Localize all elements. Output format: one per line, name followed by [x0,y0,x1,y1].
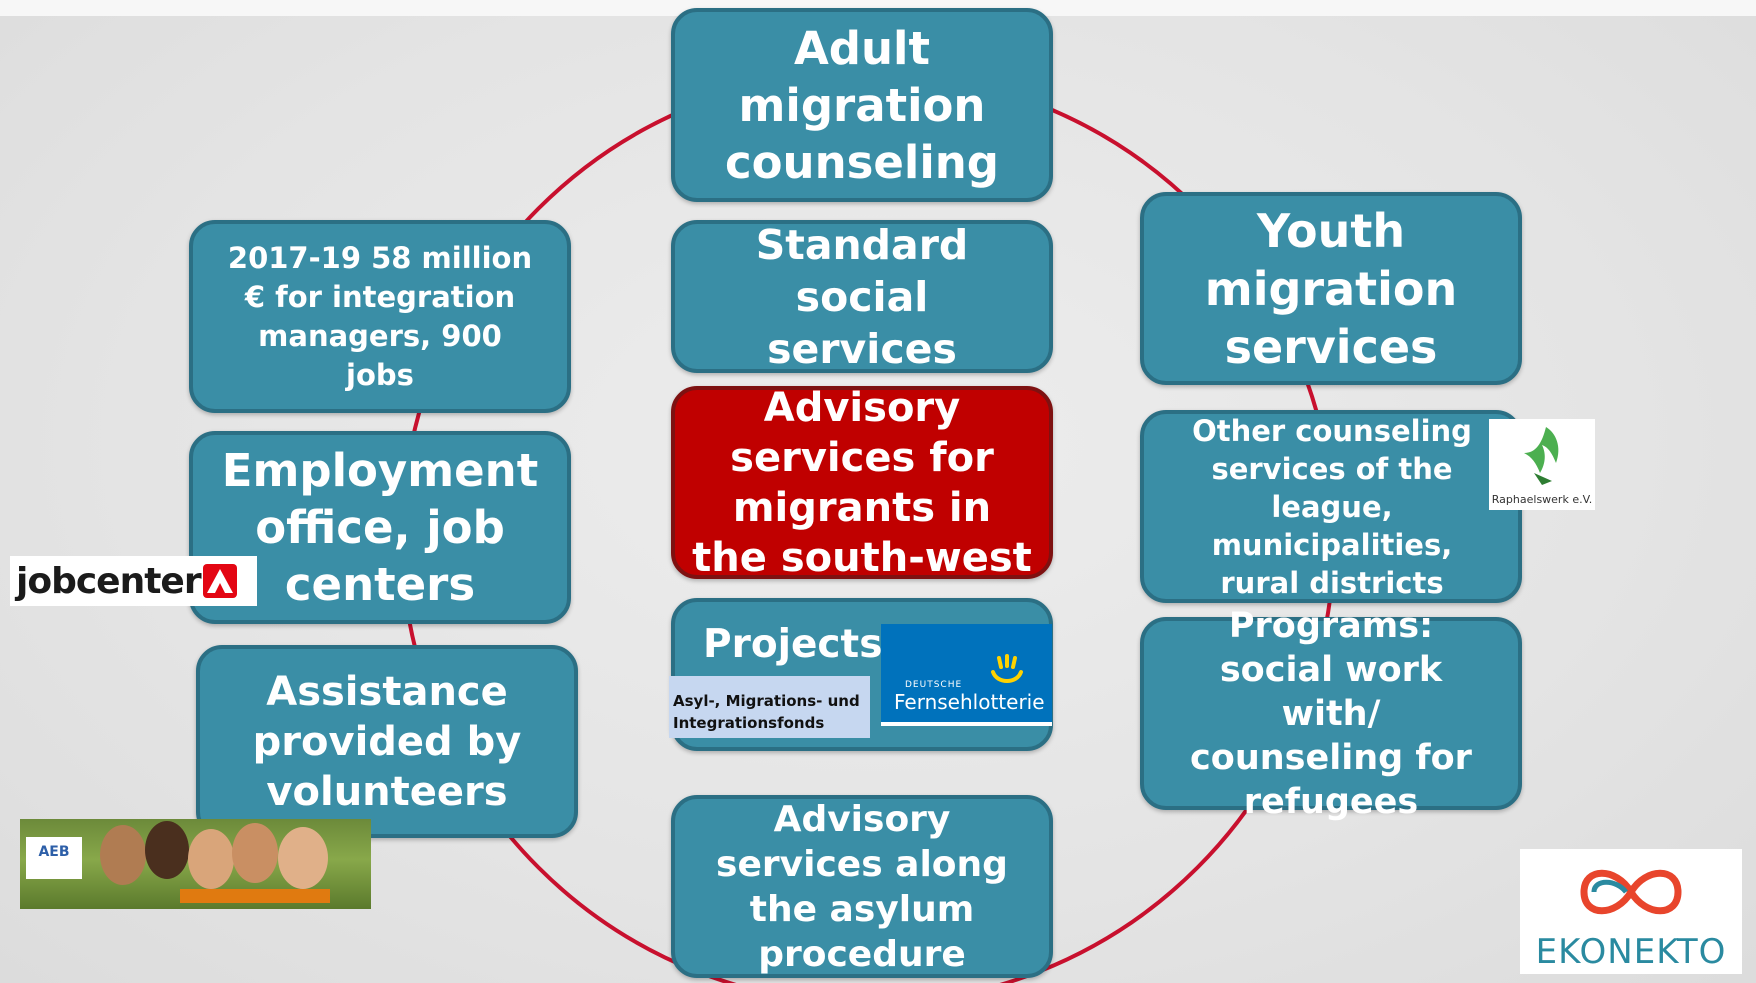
volunteers-photo: AEB [20,819,371,909]
ekonekto-logo: EKONEKTO [1520,849,1742,974]
fernsehlotterie-text: Fernsehlotterie [894,690,1045,714]
box-youth-migration-services: Youth migration services [1140,192,1522,385]
photo-person [232,823,278,883]
amif-line1: Asyl-, Migrations- und [673,692,860,710]
box-employment-label: Employment office, job centers [221,444,539,611]
box-projects-label: Projects [703,622,883,667]
box-integration-managers: 2017-19 58 million € for integration man… [189,220,571,413]
photo-person [100,825,146,885]
box-other-counseling: Other counseling services of the league,… [1140,410,1522,603]
box-adult-migration-counseling: Adult migration counseling [671,8,1053,202]
ekonekto-text: EKONEKTO [1535,932,1727,972]
jobcenter-logo: jobcenter [10,556,257,606]
box-other-label: Other counseling services of the league,… [1192,413,1472,600]
box-programs-refugees: Programs: social work with/ counseling f… [1140,606,1522,822]
amif-line2: Integrationsfonds (AMIF) [673,714,825,738]
fernsehlotterie-small: DEUTSCHE [905,680,963,690]
sun-icon [991,654,1023,683]
raphaelswerk-text: Raphaelswerk e.V. [1491,493,1593,506]
box-volunteers: Assistance provided by volunteers [196,645,578,838]
aeb-logo: AEB [26,837,82,879]
center-label: Advisory services for migrants in the so… [692,384,1032,581]
box-standard-label: Standard social services [755,220,969,373]
box-integration-label: 2017-19 58 million € for integration man… [227,240,533,392]
box-employment-office: Employment office, job centers [189,431,571,624]
box-asylum-label: Advisory services along the asylum proce… [716,798,1008,975]
box-programs-label: Programs: social work with/ counseling f… [1190,605,1472,822]
photo-person [188,829,234,889]
jobcenter-text: jobcenter [16,560,202,602]
box-volunteers-label: Assistance provided by volunteers [252,668,522,815]
box-asylum-procedure: Advisory services along the asylum proce… [671,795,1053,978]
photo-person [278,827,328,889]
jobcenter-arrow-icon [202,564,237,598]
angel-icon [1524,427,1559,485]
photo-person [145,821,189,879]
raphaelswerk-logo: Raphaelswerk e.V. [1489,419,1595,510]
fernsehlotterie-logo: DEUTSCHE Fernsehlotterie [881,624,1052,726]
photo-banner [180,889,330,903]
infinity-icon [1580,869,1682,915]
box-youth-label: Youth migration services [1204,203,1458,374]
center-box: Advisory services for migrants in the so… [671,385,1053,581]
amif-logo: Asyl-, Migrations- und Integrationsfonds… [669,676,870,738]
box-adult-label: Adult migration counseling [724,21,1000,189]
box-standard-social-services: Standard social services [671,220,1053,373]
